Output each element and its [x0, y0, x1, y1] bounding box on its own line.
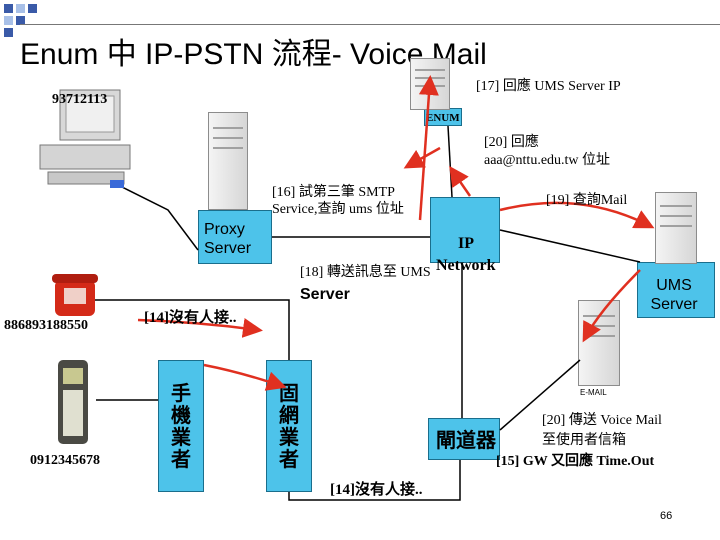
ip-network-box [430, 197, 500, 263]
page-number: 66 [660, 510, 673, 522]
arrow-step-20-reply [449, 165, 472, 197]
arrow-step-14b [203, 363, 287, 391]
step-19-label: [19] 查詢Mail [546, 193, 628, 208]
step-15-label: [15] GW 又回應 Time.Out [496, 454, 655, 469]
step-18-label-a: [18] 轉送訊息至 UMS [300, 265, 431, 280]
mobile-phone-icon [58, 360, 88, 444]
link-ip-ums [499, 229, 641, 263]
mobile-number: 0912345678 [30, 453, 100, 468]
arrow-step-17 [418, 75, 439, 221]
telephone-icon [52, 274, 98, 316]
proxy-server-label: Proxy Server [204, 221, 252, 257]
ums-server-icon [655, 192, 697, 264]
link-enum-ip [447, 125, 453, 198]
step-17-label: [17] 回應 UMS Server IP [476, 79, 621, 94]
computer-icon [39, 89, 131, 188]
step-18-label-b: Server [300, 286, 350, 303]
decor-square [28, 4, 37, 13]
proxy-server-icon [208, 112, 248, 210]
decor-square [4, 4, 13, 13]
gateway-box [428, 418, 500, 460]
title-underline [20, 24, 720, 25]
phone-number: 886893188550 [4, 318, 88, 333]
decor-square [16, 4, 25, 13]
step-20-label-a: [20] 回應 [484, 135, 539, 150]
link-gateway-email [499, 359, 581, 431]
decor-square [16, 16, 25, 25]
step-14-label-b: [14]沒有人接.. [330, 482, 423, 498]
step-20-label-d: 至使用者信箱 [542, 433, 626, 448]
link-gateway-fixed [288, 460, 461, 501]
gateway-label: 閘道器 [436, 430, 496, 452]
link-phone-fixed [95, 299, 290, 360]
arrow-step-14a [137, 318, 263, 338]
step-16-label: [16] 試第三筆 SMTP Service,查詢 ums 位址 [272, 185, 404, 217]
fixed-operator-label: 固網業者 [279, 383, 299, 471]
ums-server-label: UMS Server [650, 277, 698, 313]
mobile-operator-label: 手機業者 [171, 383, 191, 471]
proxy-server-box [198, 210, 272, 264]
email-label: E-MAIL [580, 388, 607, 397]
enum-label: ENUM [426, 112, 460, 124]
arrow-step-19 [582, 269, 641, 343]
ums-server-box [637, 262, 715, 318]
link-pc-proxy [119, 185, 199, 251]
decor-square [4, 28, 13, 37]
decor-square [4, 16, 13, 25]
network-label: Network [436, 257, 496, 274]
ip-label: IP [458, 235, 474, 252]
arrow-step-18 [499, 201, 655, 229]
step-20-label-b: aaa@nttu.edu.tw 位址 [484, 153, 611, 168]
page-title: Enum 中 IP-PSTN 流程- Voice Mail [20, 38, 487, 71]
step-20-label-c: [20] 傳送 Voice Mail [542, 413, 662, 428]
pc-number: 93712113 [52, 92, 108, 107]
step-14-label-a: [14]沒有人接.. [144, 310, 237, 326]
mobile-operator-box: 手機業者 [158, 360, 204, 492]
